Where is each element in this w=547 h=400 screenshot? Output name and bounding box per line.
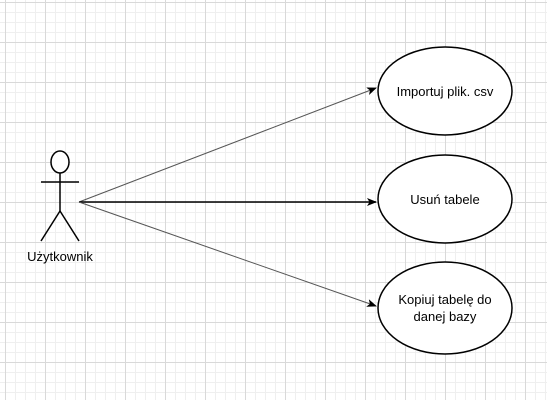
actor-right-leg xyxy=(59,210,80,242)
use-case-import-csv-label: Importuj plik. csv xyxy=(396,83,494,99)
actor-figure[interactable] xyxy=(40,150,80,242)
use-case-delete-tables[interactable] xyxy=(377,154,513,244)
use-case-import-csv[interactable] xyxy=(377,46,513,136)
actor-left-leg xyxy=(40,210,61,242)
use-case-delete-tables-label: Usuń tabele xyxy=(410,191,480,207)
use-case-copy-table[interactable] xyxy=(377,261,513,355)
actor-head xyxy=(50,150,70,174)
use-case-copy-table-label: Kopiuj tabelę do danej bazy xyxy=(398,292,492,324)
actor-label: Użytkownik xyxy=(27,249,93,264)
association-arrow-import[interactable] xyxy=(78,87,377,203)
association-arrow-copy[interactable] xyxy=(78,201,377,307)
